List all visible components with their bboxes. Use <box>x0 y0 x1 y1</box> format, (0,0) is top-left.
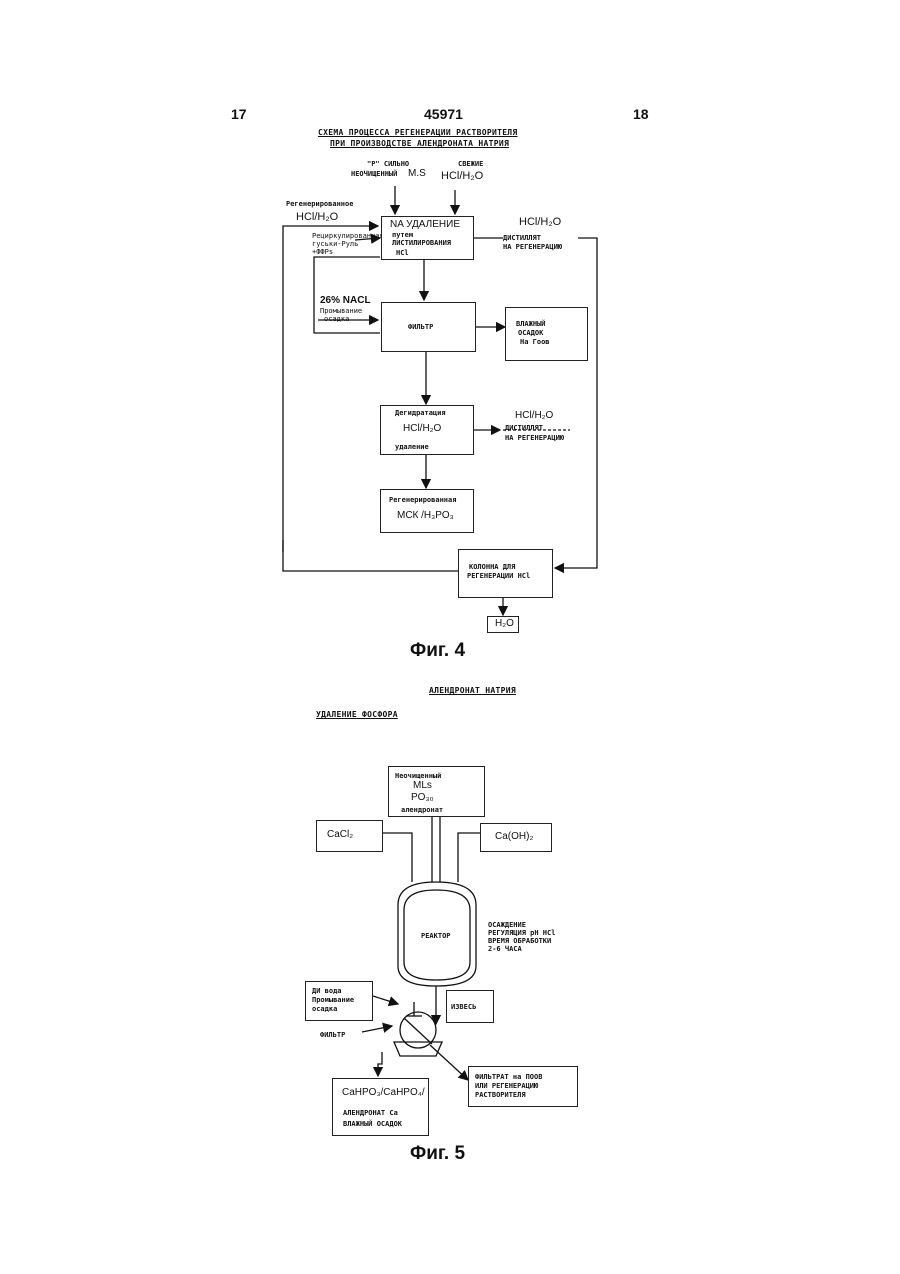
fig4-regen-label: Регенерированное <box>286 200 353 208</box>
fig4-box-filter: ФИЛЬТР <box>381 302 476 352</box>
fig4-box-wet-cake: ВЛАЖНЫЙ ОСАДОК На Гоов <box>505 307 588 361</box>
fig4-box-dehydration: Дегидратация HCl/H₂O удаление <box>380 405 474 455</box>
fig5-box-caoh2: Ca(OH)₂ <box>480 823 552 852</box>
fig4-right-top-2: НА РЕГЕНЕРАЦИЮ <box>503 243 562 251</box>
pipe-caoh2 <box>458 833 480 882</box>
fig4-title-line1: СХЕМА ПРОЦЕССА РЕГЕНЕРАЦИИ РАСТВОРИТЕЛЯ <box>318 128 518 137</box>
arrow-filter-label <box>362 1026 392 1032</box>
fig4-recycled: Рециркулированная гуськи-Руль +ФФРs <box>312 232 384 256</box>
fig5-box-product: CaHPO₃/CaHPO₄/ АЛЕНДРОНАТ Ca ВЛАЖНЫЙ ОСА… <box>332 1078 429 1136</box>
fig5-reactor-label: РЕАКТОР <box>421 932 451 940</box>
arrow-filtrate <box>430 1045 468 1080</box>
fig5-title: АЛЕНДРОНАТ НАТРИЯ <box>429 686 516 695</box>
fig5-box-filtrate: ФИЛЬТРАТ на ПООВ ИЛИ РЕГЕНЕРАЦИЮ РАСТВОР… <box>468 1066 578 1107</box>
fig5-caption: Фиг. 5 <box>410 1143 465 1165</box>
page-number-left: 17 <box>231 106 247 122</box>
fig5-filter-label: ФИЛЬТР <box>320 1031 345 1039</box>
fig4-regen-chem: HCl/H₂O <box>296 211 338 223</box>
fig4-right-mid-chem: HCl/H₂O <box>515 410 553 421</box>
fig5-reactor-notes: ОСАЖДЕНИЕ РЕГУЛЯЦИЯ pH HCl ВРЕМЯ ОБРАБОТ… <box>488 921 555 953</box>
document-number: 45971 <box>424 106 463 122</box>
fig4-right-top-chem: HCl/H₂O <box>519 216 561 228</box>
fig4-caption: Фиг. 4 <box>410 640 465 662</box>
fig4-right-mid-2: НА РЕГЕНЕРАЦИЮ <box>505 434 564 442</box>
fig5-box-di-water: ДИ вода Промывание осадка <box>305 981 373 1021</box>
fig5-box-lime: ИЗВЕСЬ <box>446 990 494 1023</box>
fig4-nacl-1: 26% NACL <box>320 295 371 306</box>
fig5-box-crude: Неочищенный MLs PO₃₀ алендронат <box>388 766 485 817</box>
pipe-to-product <box>378 1052 382 1076</box>
fig4-box-na-removal: NA УДАЛЕНИЕ путем ЛИСТИЛИРОВАНИЯ HCl <box>381 216 474 260</box>
fig4-nacl-3: осадка <box>324 315 349 323</box>
fig4-box-regenerated: Регенерированная МСК /H₃PO₃ <box>380 489 474 533</box>
fig4-right-top-1: ДИСТИЛЛЯТ <box>503 234 541 242</box>
fig4-input-left-2: НЕОЧИЩЕННЫЙ <box>351 170 397 178</box>
fig4-right-mid-1: ДИСТИЛЛЯТ <box>505 424 543 432</box>
fig4-box-column: КОЛОННА ДЛЯ РЕГЕНЕРАЦИИ HCl <box>458 549 553 598</box>
fig4-input-left-3: M.S <box>408 168 426 179</box>
page-number-right: 18 <box>633 106 649 122</box>
fig4-input-right-1: СВЕЖИЕ <box>458 160 483 168</box>
arrow-di-water <box>373 996 398 1004</box>
fig5-box-cacl2: CaCl₂ <box>316 820 383 852</box>
fig4-input-left-1: "P" СИЛЬНО <box>367 160 409 168</box>
fig4-title-line2: ПРИ ПРОИЗВОДСТВЕ АЛЕНДРОНАТА НАТРИЯ <box>330 139 509 148</box>
fig4-nacl-2: Промывание <box>320 307 362 315</box>
pipe-cacl2 <box>383 833 412 882</box>
fig4-input-right-2: HCl/H₂O <box>441 170 483 182</box>
fig5-subtitle: УДАЛЕНИЕ ФОСФОРА <box>316 710 398 719</box>
fig4-box-water: H₂O <box>487 616 519 633</box>
